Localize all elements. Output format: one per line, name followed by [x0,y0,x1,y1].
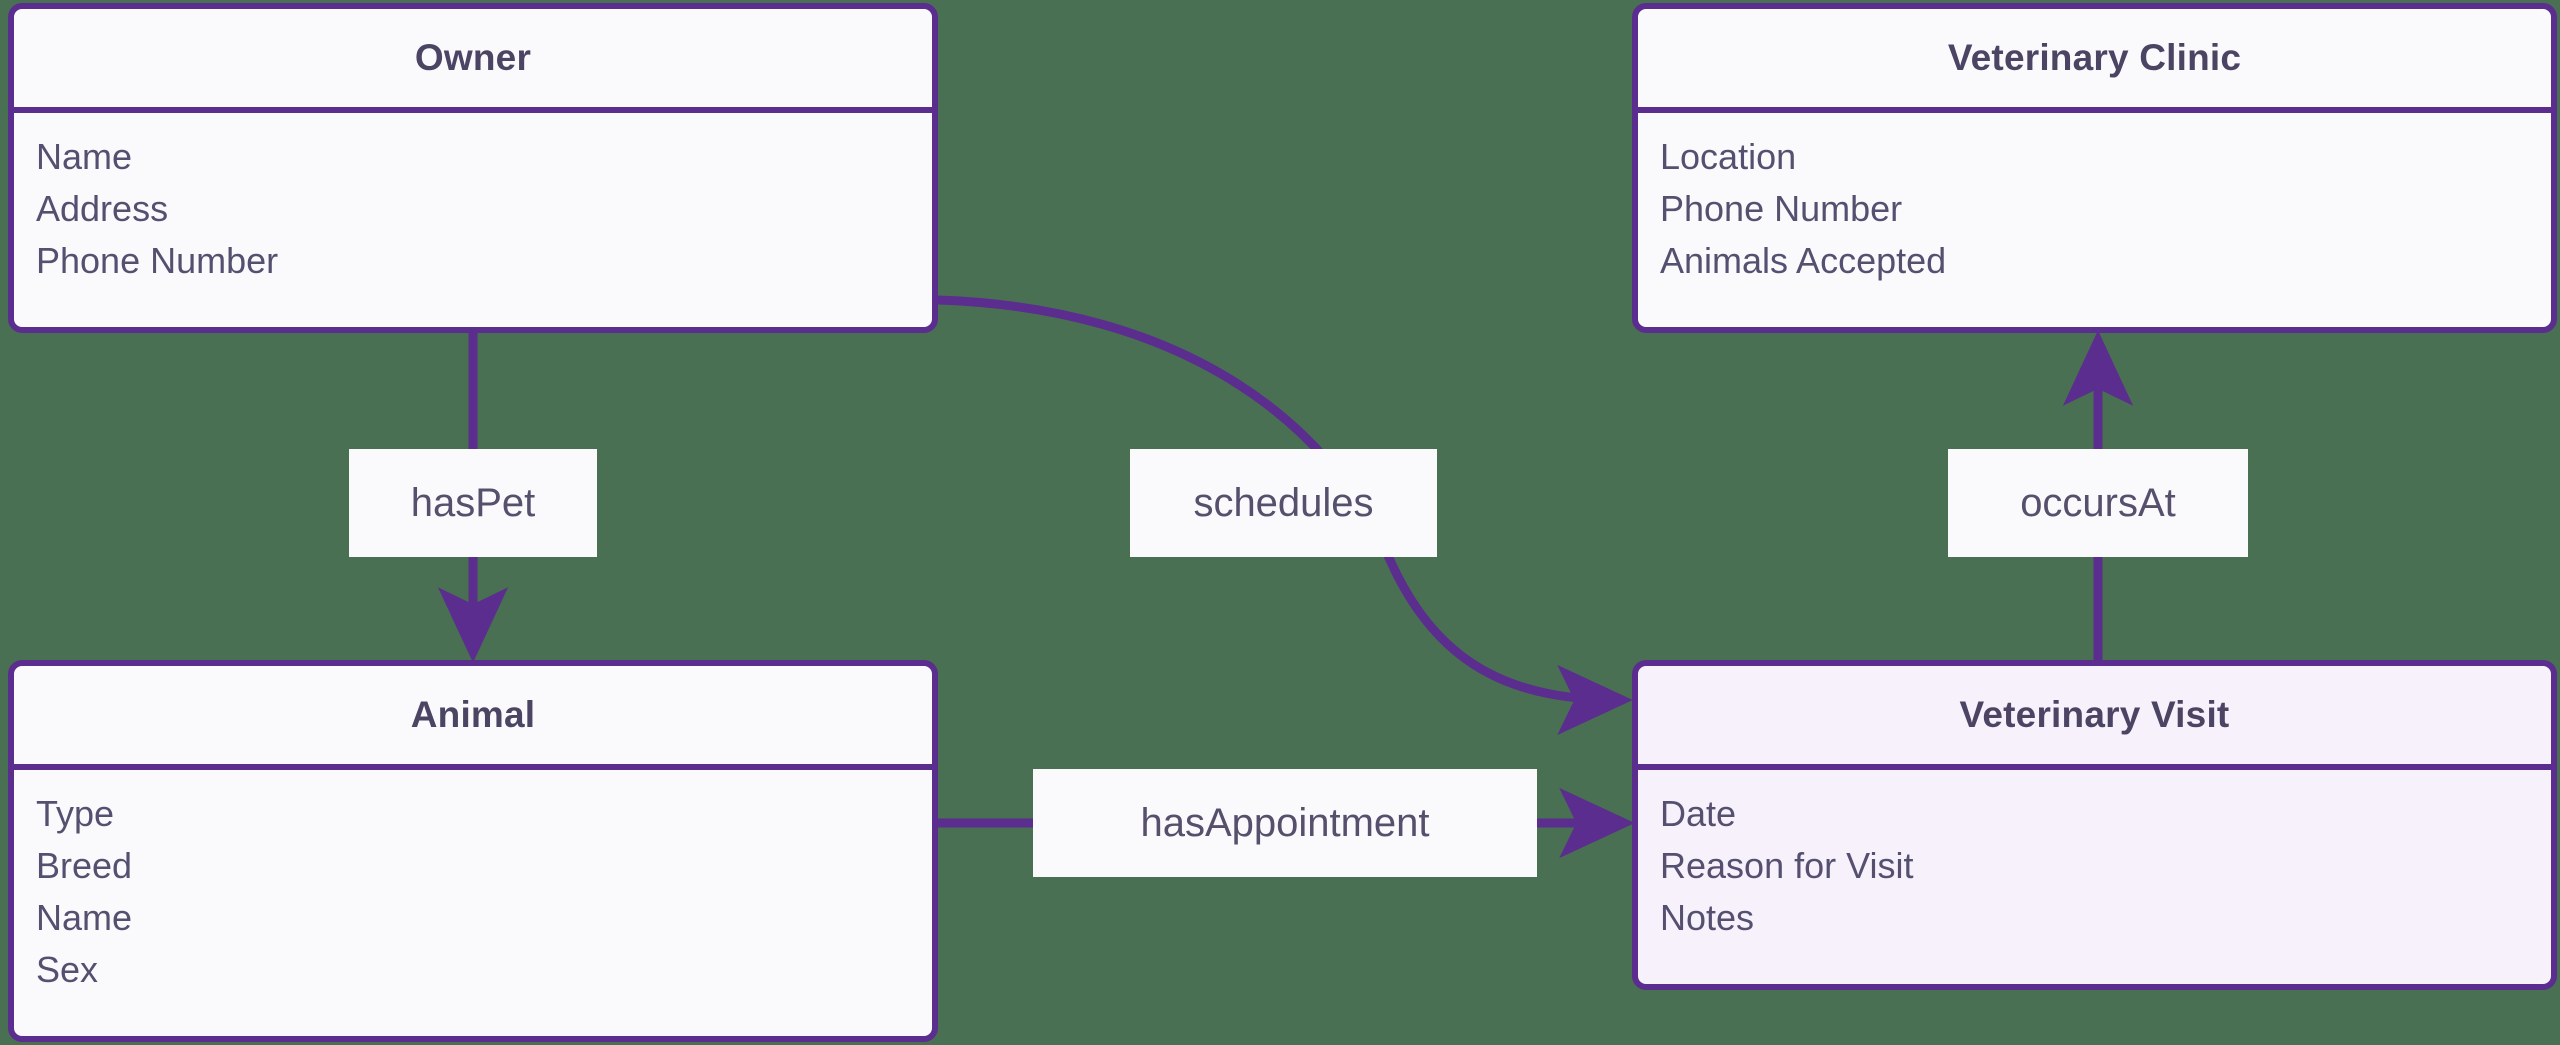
entity-animal-title: Animal [410,694,536,735]
entity-owner-header: Owner [14,9,932,113]
entity-veterinary-clinic-title: Veterinary Clinic [1947,37,2242,78]
entity-animal-attributes: Type Breed Name Sex [14,770,932,1036]
attribute-row: Name [36,136,133,177]
attribute-row: Animals Accepted [1660,240,1947,281]
entity-veterinary-clinic-attributes: Location Phone Number Animals Accepted [1638,113,2551,327]
entity-animal[interactable]: Animal Type Breed Name Sex [8,660,938,1042]
entity-veterinary-visit-header: Veterinary Visit [1638,666,2551,770]
attribute-row: Name [36,897,133,938]
attribute-row: Breed [36,845,133,886]
relationship-label-has-appointment[interactable]: hasAppointment [1033,769,1537,877]
entity-owner-attributes: Name Address Phone Number [14,113,932,327]
attribute-row: Notes [1660,897,1755,938]
attribute-row: Location [1660,136,1797,177]
entity-veterinary-visit-attributes: Date Reason for Visit Notes [1638,770,2551,984]
relationship-label-occurs-at[interactable]: occursAt [1948,449,2248,557]
relationship-label-schedules[interactable]: schedules [1130,449,1437,557]
relationship-label-has-pet[interactable]: hasPet [349,449,597,557]
entity-veterinary-clinic-header: Veterinary Clinic [1638,9,2551,113]
attribute-row: Phone Number [36,240,279,281]
entity-veterinary-visit-title: Veterinary Visit [1959,694,2230,735]
entity-veterinary-visit[interactable]: Veterinary Visit Date Reason for Visit N… [1632,660,2557,990]
attribute-row: Address [36,188,169,229]
attribute-row: Reason for Visit [1660,845,1914,886]
attribute-row: Type [36,793,115,834]
entity-animal-header: Animal [14,666,932,770]
entity-owner-title: Owner [414,37,532,78]
entity-owner[interactable]: Owner Name Address Phone Number [8,3,938,333]
attribute-row: Sex [36,949,99,990]
entity-veterinary-clinic[interactable]: Veterinary Clinic Location Phone Number … [1632,3,2557,333]
attribute-row: Date [1660,793,1737,834]
attribute-row: Phone Number [1660,188,1903,229]
